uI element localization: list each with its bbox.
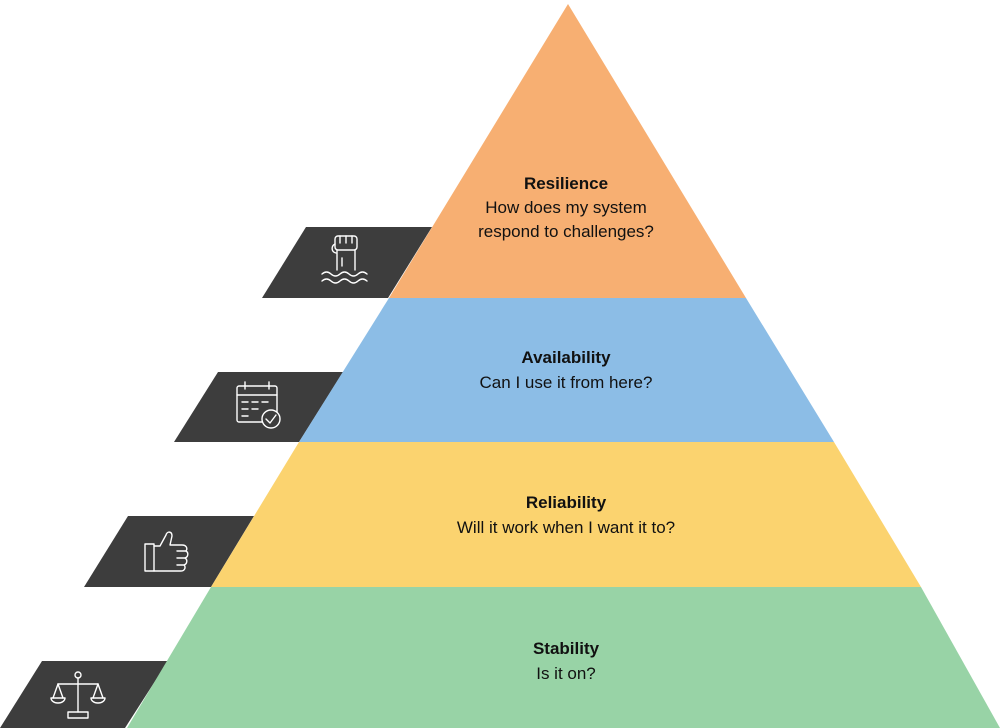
tier-description-resilience-line-2: respond to challenges? — [478, 222, 654, 241]
raised-fist-icon — [321, 235, 368, 284]
balance-scale-icon — [50, 671, 106, 719]
tier-description-availability: Can I use it from here? — [480, 373, 653, 392]
tier-title-resilience: Resilience — [524, 174, 608, 193]
tier-description-resilience-line-1: How does my system — [485, 198, 647, 217]
tier-tab-availability — [174, 372, 343, 442]
calendar-check-icon — [236, 381, 281, 429]
tier-band-reliability — [211, 442, 921, 587]
tier-tab-reliability — [84, 516, 254, 587]
tier-description-reliability: Will it work when I want it to? — [457, 518, 675, 537]
tier-description-stability: Is it on? — [536, 664, 596, 683]
tier-band-resilience — [389, 4, 746, 298]
thumbs-up-icon — [144, 531, 189, 572]
tier-band-stability — [127, 587, 1000, 728]
tier-title-availability: Availability — [521, 348, 611, 367]
tier-tab-stability — [0, 661, 168, 728]
tier-title-stability: Stability — [533, 639, 600, 658]
tier-title-reliability: Reliability — [526, 493, 607, 512]
tier-tab-resilience — [262, 227, 432, 298]
tier-band-availability — [299, 298, 834, 442]
